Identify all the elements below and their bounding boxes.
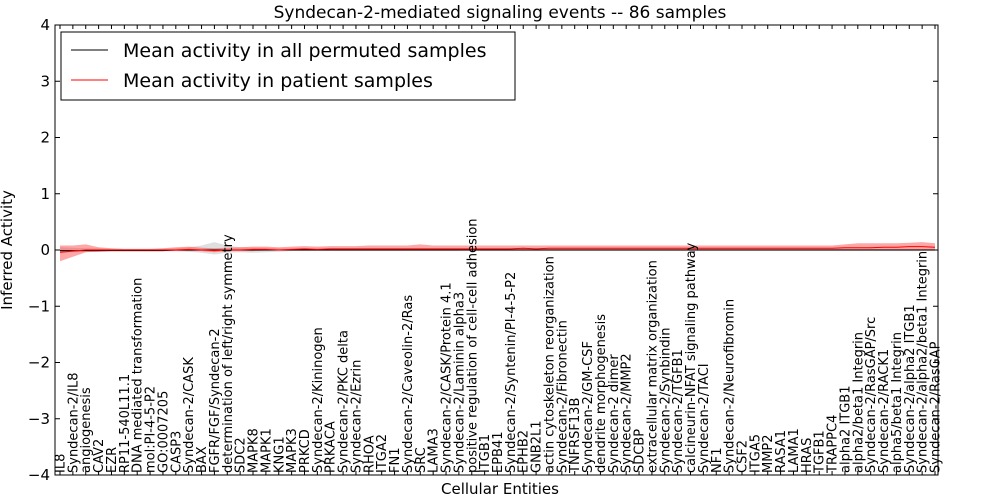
x-tick-label: EPB41 — [491, 431, 506, 473]
x-tick-label: Syndecan-2/Neurofibromin — [723, 299, 738, 473]
x-tick-label: LAMA1 — [787, 428, 802, 473]
x-tick-label: LAMA3 — [427, 428, 442, 473]
x-tick-label: positive regulation of cell-cell adhesio… — [465, 218, 480, 473]
x-tick-label: Syndecan-2/alpha2 ITGB1 — [903, 304, 918, 473]
x-tick-label: CAV2 — [92, 439, 107, 473]
y-tick-label: 2 — [40, 129, 50, 147]
line-series-2 — [59, 246, 936, 253]
x-tick-label: alpha2 ITGB1 — [838, 386, 853, 473]
y-tick-label: 4 — [40, 16, 50, 34]
x-tick-label: Syndecan-2/MMP2 — [620, 353, 635, 473]
x-tick-label: CSF2 — [736, 440, 751, 473]
x-tick-label: Syndecan-2/Synbindin — [658, 327, 673, 473]
x-tick-label: PRKCD — [298, 429, 313, 473]
x-tick-label: angiogenesis — [79, 387, 94, 473]
legend: Mean activity in all permuted samples Me… — [60, 31, 516, 101]
x-tick-label: determination of left/right symmetry — [221, 234, 236, 473]
x-tick-label: Syndecan-2/alpha2/beta1 Integrin — [916, 251, 931, 473]
x-tick-label: GO:0007205 — [156, 391, 171, 473]
band-series-1 — [60, 242, 935, 255]
x-tick-label: ITGA2 — [375, 434, 390, 473]
x-tick-label: RHOA — [362, 435, 377, 473]
x-tick-label: Syndecan-2/Ezrin — [350, 360, 365, 473]
x-tick-label: MAPK1 — [259, 428, 274, 473]
x-tick-label: MAPK3 — [285, 428, 300, 473]
x-tick-label: actin cytoskeleton reorganization — [543, 256, 558, 473]
x-tick-label: BAX — [195, 446, 210, 473]
x-tick-label: FN1 — [388, 448, 403, 473]
x-tick-label: IL8 — [54, 454, 69, 473]
x-tick-label: DNA mediated transformation — [131, 278, 146, 473]
x-tick-label: alpha5/beta1 Integrin — [890, 332, 905, 473]
legend-box — [60, 31, 516, 101]
x-tick-label: Syndecan-2/RasGAP/Src — [864, 317, 879, 473]
x-tick-label: SDCBP — [633, 429, 648, 473]
x-tick-label: FGFR/FGF/Syndecan-2 — [208, 328, 223, 473]
x-tick-label: Syndecan-2/RasGAP — [929, 341, 944, 473]
x-tick-label: SDC2 — [234, 437, 249, 473]
legend-label-permuted: Mean activity in all permuted samples — [123, 40, 486, 62]
y-axis: −4 −3 −2 −1 0 1 2 3 4 — [28, 16, 938, 484]
x-axis-label: Cellular Entities — [441, 480, 559, 498]
x-axis: IL8Syndecan-2/IL8angiogenesisCAV2EZRRP11… — [54, 25, 944, 475]
x-tick-label: TRAPPC4 — [826, 415, 841, 474]
x-tick-label: TNFRSF13B — [568, 398, 583, 474]
x-tick-label: Syndecan-2/RACK1 — [877, 349, 892, 473]
y-tick-label: −1 — [28, 297, 50, 315]
x-tick-label: extracellular matrix organization — [645, 260, 660, 473]
y-tick-label: 3 — [40, 72, 50, 90]
x-tick-label: Syndecan-2/IL8 — [66, 373, 81, 473]
x-tick-label: HRAS — [800, 438, 815, 473]
x-tick-label: GNB2L1 — [530, 420, 545, 473]
y-tick-label: 1 — [40, 185, 50, 203]
x-tick-label: ITGB1 — [478, 434, 493, 473]
x-tick-label: calcineurin-NFAT signaling pathway — [684, 242, 699, 473]
x-tick-label: Syndecan-2/Caveolin-2/Ras — [401, 295, 416, 473]
x-tick-label: Syndecan-2/Kininogen — [311, 327, 326, 473]
x-tick-label: EPHB2 — [517, 430, 532, 473]
x-tick-label: Syndecan-2 dimer — [607, 354, 622, 473]
x-tick-label: MAPK8 — [247, 428, 262, 473]
x-tick-label: KNG1 — [272, 436, 287, 473]
x-tick-label: TGFB1 — [813, 430, 828, 474]
y-tick-label: −3 — [28, 410, 50, 428]
legend-label-patient: Mean activity in patient samples — [123, 70, 433, 92]
x-tick-label: Syndecan-2/Fibronectin — [555, 320, 570, 473]
x-tick-label: Syndecan-2/GM-CSF — [581, 341, 596, 473]
x-tick-label: RASA1 — [774, 430, 789, 473]
x-tick-label: Syndecan-2/Syntenin/PI-4-5-P2 — [504, 272, 519, 473]
x-tick-label: NF1 — [710, 448, 725, 473]
y-tick-label: −4 — [28, 466, 50, 484]
x-tick-label: EZR — [105, 447, 120, 473]
x-tick-label: Syndecan-2/TGFB1 — [671, 349, 686, 473]
x-tick-label: dendrite morphogenesis — [594, 314, 609, 473]
x-tick-label: SRC — [414, 447, 429, 473]
x-tick-label: RP11-540L11.1 — [118, 374, 133, 473]
x-tick-label: mol:PI-4-5-P2 — [144, 386, 159, 473]
x-tick-label: ITGA5 — [748, 434, 763, 473]
series-lines — [59, 246, 936, 253]
x-tick-label: Syndecan-2/PKC delta — [337, 330, 352, 473]
y-tick-label: 0 — [40, 241, 50, 259]
x-tick-label: Syndecan-2/CASK — [182, 357, 197, 473]
x-tick-label: Syndecan-2/TACI — [697, 363, 712, 473]
x-tick-label: Syndecan-2/Laminin alpha3 — [452, 292, 467, 473]
chart-title: Syndecan-2-mediated signaling events -- … — [274, 3, 727, 23]
x-tick-label: Syndecan-2/CASK/Protein 4.1 — [440, 282, 455, 473]
y-tick-label: −2 — [28, 354, 50, 372]
confidence-bands — [60, 242, 935, 262]
x-tick-label: PRKACA — [324, 421, 339, 473]
x-tick-label: CASP3 — [169, 431, 184, 473]
x-tick-label: alpha2/beta1 Integrin — [851, 332, 866, 473]
band-series-2 — [60, 242, 935, 262]
y-axis-label: Inferred Activity — [0, 190, 16, 310]
x-tick-label: MMP2 — [761, 434, 776, 473]
